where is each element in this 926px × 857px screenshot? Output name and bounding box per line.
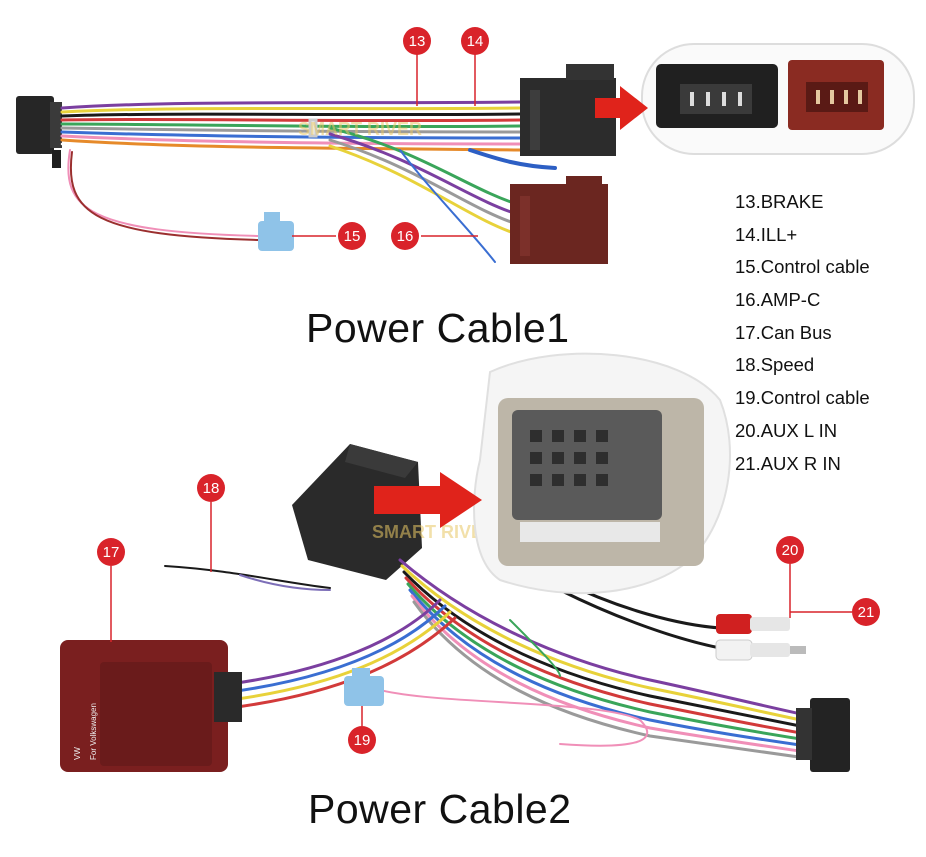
callout-14: 14 <box>461 27 489 55</box>
legend-item-aux-l-in: 20.AUX L IN <box>735 419 838 441</box>
zoom-arrow-2 <box>374 472 482 528</box>
svg-text:18: 18 <box>203 480 220 497</box>
legend-item-speed: 18.Speed <box>735 354 815 376</box>
svg-text:14: 14 <box>467 33 484 50</box>
callout-20: 20 <box>776 536 804 564</box>
connector-inset-1 <box>641 43 915 155</box>
svg-text:17: 17 <box>103 544 120 561</box>
power-cable-2: VW For Volkswagen SMART RIVER <box>60 352 850 772</box>
svg-text:15: 15 <box>344 228 361 245</box>
power-cable-2-title: Power Cable2 <box>308 786 572 832</box>
legend-item-control-cable-19: 19.Control cable <box>735 387 870 409</box>
rca-plug-red <box>716 614 790 634</box>
legend-item-ill: 14.ILL+ <box>735 223 798 245</box>
power-cable-1: SMART RIVER <box>16 43 915 264</box>
callout-17: 17 <box>97 538 125 566</box>
connector-inset-2 <box>473 352 731 595</box>
svg-text:21: 21 <box>858 604 875 621</box>
callouts-cable-2: 17 18 19 20 21 <box>97 474 880 754</box>
head-unit-connector-2 <box>796 698 850 772</box>
callout-21: 21 <box>852 598 880 626</box>
head-unit-connector-1 <box>16 96 62 168</box>
svg-text:20: 20 <box>782 542 799 559</box>
canbus-model-label: VW <box>73 747 82 760</box>
rca-plug-white <box>715 639 806 661</box>
wire-bundle-2 <box>164 558 822 762</box>
callout-15: 15 <box>338 222 366 250</box>
iso-connector-brown <box>510 176 608 264</box>
watermark-2: SMART RIVER <box>372 522 496 542</box>
control-plug-19 <box>344 668 384 706</box>
svg-text:13: 13 <box>409 33 426 50</box>
canbus-brand-label: For Volkswagen <box>89 703 98 760</box>
watermark-1: SMART RIVER <box>298 119 422 139</box>
zoom-arrow-1 <box>595 86 648 130</box>
legend-item-amp-c: 16.AMP-C <box>735 289 821 311</box>
legend-item-aux-r-in: 21.AUX R IN <box>735 452 841 474</box>
power-cable-1-title: Power Cable1 <box>306 305 570 351</box>
wire-bundle-1 <box>60 100 557 263</box>
control-plug-15 <box>258 212 294 251</box>
callout-19: 19 <box>348 726 376 754</box>
callouts-cable-1: 13 14 15 16 <box>292 27 489 250</box>
svg-text:19: 19 <box>354 732 371 749</box>
legend-item-brake: 13.BRAKE <box>735 191 824 212</box>
callout-16: 16 <box>391 222 419 250</box>
legend-item-can-bus: 17.Can Bus <box>735 321 832 343</box>
callout-18: 18 <box>197 474 225 502</box>
canbus-decoder-box: VW For Volkswagen <box>60 640 242 772</box>
svg-text:16: 16 <box>397 228 414 245</box>
pin-legend: 13.BRAKE 14.ILL+ 15.Control cable 16.AMP… <box>735 190 870 484</box>
callout-13: 13 <box>403 27 431 55</box>
quadlock-connector <box>292 444 422 580</box>
legend-item-control-cable-15: 15.Control cable <box>735 256 870 278</box>
iso-connector-black <box>520 64 616 156</box>
